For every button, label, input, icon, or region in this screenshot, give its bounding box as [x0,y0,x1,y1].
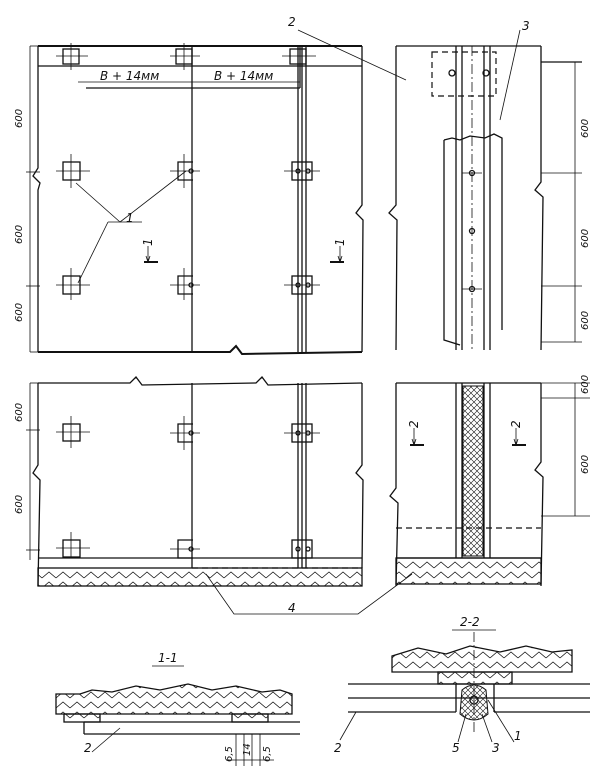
label-1-section-2-2: 1 [514,729,522,743]
gap-dimension-left: B + 14мм [100,69,159,83]
dim-600-tr-1: 600 [580,119,591,138]
section-mark-1-left: 1 [141,238,155,246]
clip-square [170,268,200,300]
dim-600-br-2: 600 [580,455,591,474]
section-1-1 [55,665,300,766]
clip-square [56,154,90,188]
dim-600-tl-1: 600 [14,109,25,128]
dim-600-tr-3: 600 [580,311,591,330]
section-title-2-2: 2-2 [460,615,480,629]
top-right-view [297,29,582,351]
label-2-section-2-2: 2 [334,741,342,755]
section-mark-2-left: 2 [407,420,421,428]
clip-square [56,416,90,448]
dim-6-5-right: 6,5 [262,746,273,762]
top-left-view [26,43,364,356]
clip-square [282,48,316,65]
clip-square [56,43,88,70]
bottom-right-view [205,382,590,615]
bottom-left-view [26,376,364,587]
label-2-section-1-1: 2 [84,741,92,755]
dim-600-tl-3: 600 [14,303,25,322]
label-2-top: 2 [288,15,296,29]
dim-600-bl-2: 600 [14,495,25,514]
clip-square [284,161,320,181]
label-1-top: 1 [126,211,134,225]
dim-600-tl-2: 600 [14,225,25,244]
label-5-section-2-2: 5 [452,741,460,755]
text-labels: 2 3 1 4 B + 14мм B + 14мм 600 600 600 60… [14,15,591,762]
clip-square [284,423,320,443]
section-mark-2-right: 2 [509,420,523,428]
section-title-1-1: 1-1 [158,651,178,665]
gap-dimension-right: B + 14мм [214,69,273,83]
label-3-top: 3 [522,19,530,33]
clip-square [170,539,200,559]
clip-square [284,275,320,295]
dim-600-bl-1: 600 [14,403,25,422]
clip-square [291,539,313,559]
sealant-strip [462,385,484,557]
section-mark-1-right: 1 [333,238,347,246]
wood-floor-strip [395,557,542,585]
section-2-2 [339,629,590,743]
dim-14: 14 [242,743,253,756]
clip-square [56,268,90,300]
label-3-section-2-2: 3 [492,741,500,755]
dim-6-5-left: 6,5 [224,746,235,762]
clip-square [56,532,90,558]
clip-square [170,154,200,188]
clip-square [170,416,200,450]
dim-600-tr-2: 600 [580,229,591,248]
label-4: 4 [288,601,296,615]
clip-square [170,43,200,70]
wood-floor-strip [37,567,363,587]
dim-600-br-1: 600 [580,375,591,394]
